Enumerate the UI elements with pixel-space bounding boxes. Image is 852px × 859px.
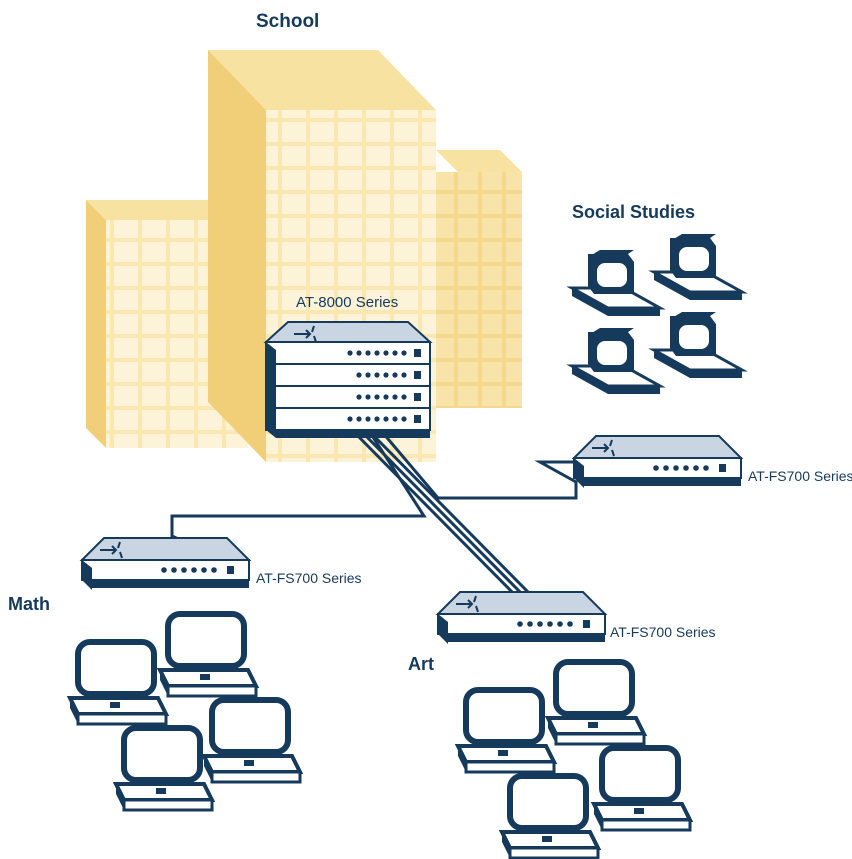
computer-terminal-icon (652, 232, 744, 302)
art-label: Art (408, 654, 434, 674)
core-switch-label: AT-8000 Series (296, 294, 398, 311)
network-cables (170, 419, 578, 598)
switch-art (437, 591, 606, 645)
router-arrows-icon (294, 325, 317, 343)
computer-terminal-icon (570, 248, 662, 318)
laptop-icon (502, 776, 598, 858)
laptop-icon (70, 642, 166, 724)
switch-math (81, 537, 250, 591)
laptop-icon (160, 614, 256, 696)
switch-social-label: AT-FS700 Series (748, 468, 852, 484)
switch-math-label: AT-FS700 Series (256, 570, 362, 586)
laptop-icon (458, 690, 554, 772)
laptop-icon (116, 728, 212, 810)
laptop-icon (204, 700, 300, 782)
laptop-icon (594, 748, 690, 830)
computer-terminal-icon (652, 310, 744, 380)
art-laptops (458, 662, 690, 858)
computer-terminal-icon (570, 326, 662, 396)
math-label: Math (8, 594, 50, 614)
switch-art-label: AT-FS700 Series (610, 624, 716, 640)
laptop-icon (548, 662, 644, 744)
core-switch (263, 321, 433, 438)
school-label: School (256, 11, 319, 32)
math-laptops (70, 614, 300, 810)
social-studies-computers (570, 232, 744, 396)
switch-social-studies (573, 435, 742, 489)
social-studies-label: Social Studies (572, 202, 695, 222)
building-icon (86, 50, 522, 462)
